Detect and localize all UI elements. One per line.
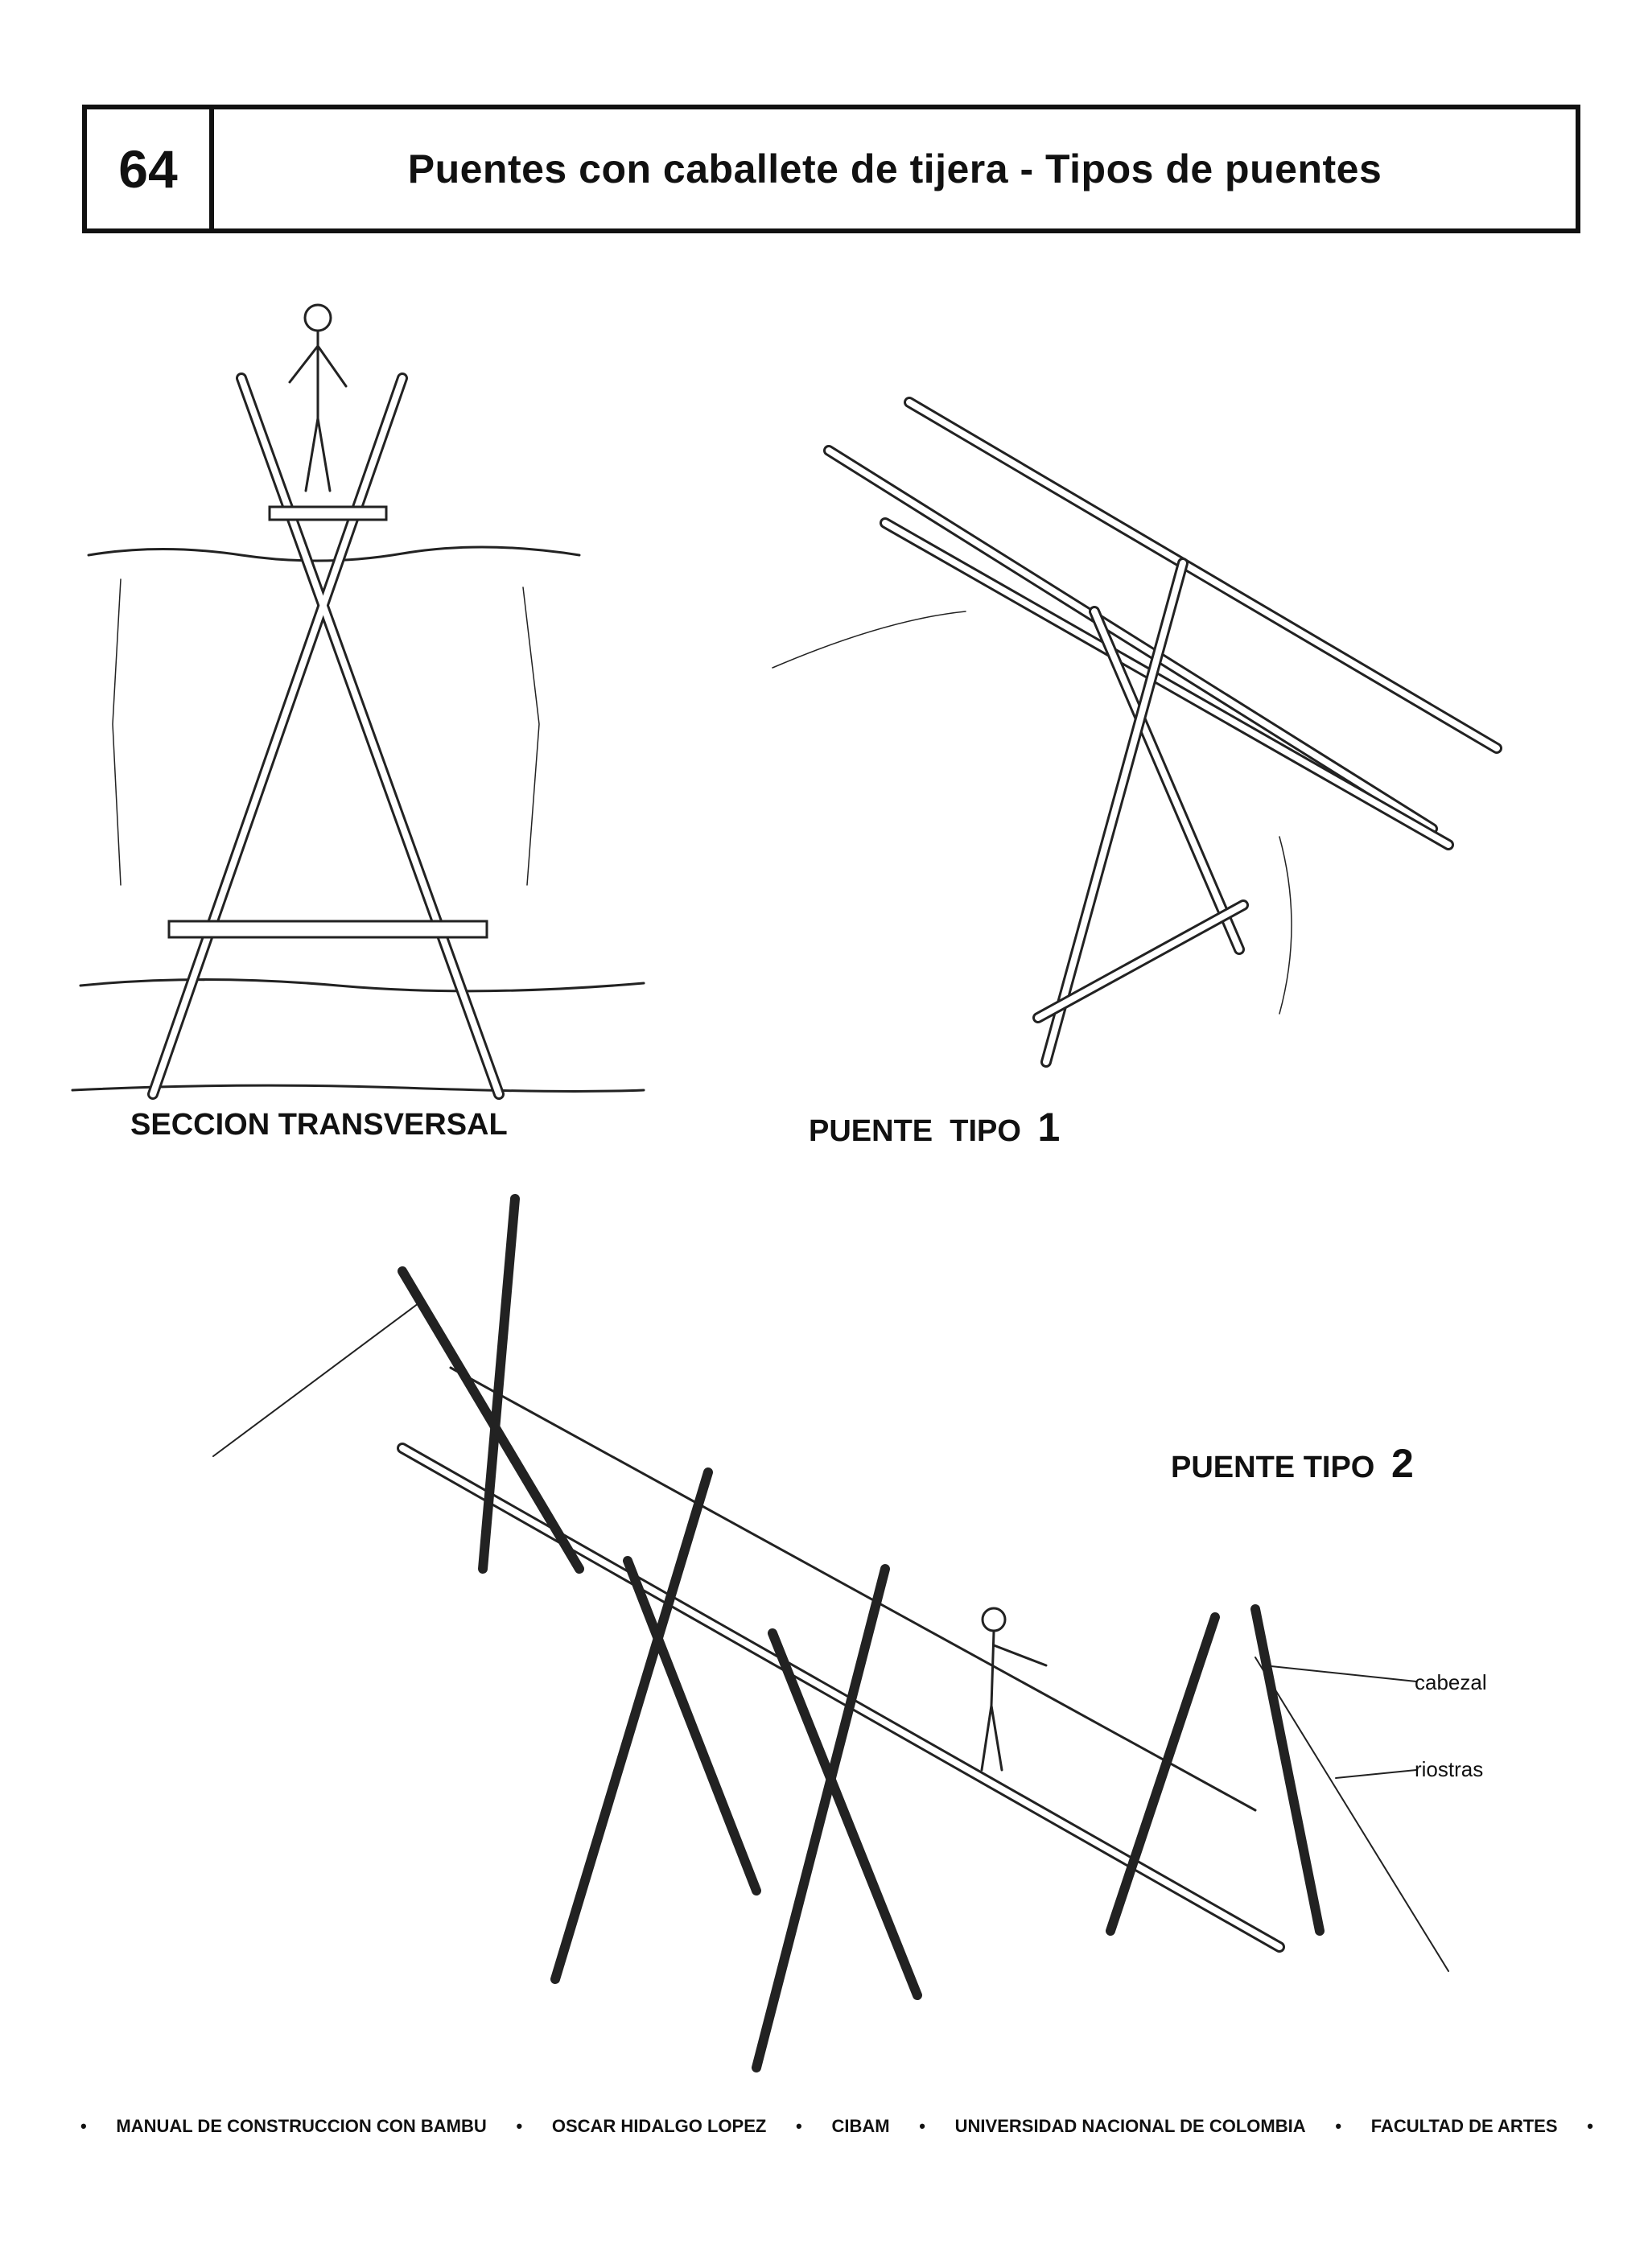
type2-caption-number: 2 xyxy=(1390,1441,1414,1486)
footer-bullet: • xyxy=(1335,2116,1342,2136)
callout-riostras: riostras xyxy=(1415,1757,1484,1781)
cross-section-caption: SECCION TRANSVERSAL xyxy=(130,1108,508,1142)
callout-cabezal: cabezal xyxy=(1415,1670,1487,1694)
footer: • MANUAL DE CONSTRUCCION CON BAMBU • OSC… xyxy=(80,2116,1593,2137)
footer-bullet: • xyxy=(919,2116,925,2136)
footer-bullet: • xyxy=(516,2116,523,2136)
footer-bullet: • xyxy=(796,2116,802,2136)
footer-item-faculty: FACULTAD DE ARTES xyxy=(1370,2116,1558,2136)
type1-drawing xyxy=(772,397,1502,1068)
type1-caption-number: 1 xyxy=(1037,1105,1061,1150)
footer-item-author: OSCAR HIDALGO LOPEZ xyxy=(551,2116,767,2136)
cross-section-drawing xyxy=(71,303,645,1100)
page-number: 64 xyxy=(87,109,214,228)
type2-drawing xyxy=(212,1194,1449,2072)
type1-caption-text: PUENTE TIPO xyxy=(809,1114,1021,1148)
page-title: Puentes con caballete de tijera - Tipos … xyxy=(407,146,1382,191)
footer-bullet: • xyxy=(1587,2116,1593,2136)
type1-caption: PUENTE TIPO 1 xyxy=(809,1104,1060,1150)
footer-item-manual: MANUAL DE CONSTRUCCION CON BAMBU xyxy=(116,2116,487,2136)
type2-caption-text: PUENTE TIPO xyxy=(1171,1451,1375,1484)
footer-bullet: • xyxy=(80,2116,87,2136)
type2-caption: PUENTE TIPO 2 xyxy=(1171,1440,1414,1487)
page-header: 64 Puentes con caballete de tijera - Tip… xyxy=(82,105,1580,233)
footer-item-university: UNIVERSIDAD NACIONAL DE COLOMBIA xyxy=(954,2116,1306,2136)
footer-item-cibam: CIBAM xyxy=(831,2116,890,2136)
